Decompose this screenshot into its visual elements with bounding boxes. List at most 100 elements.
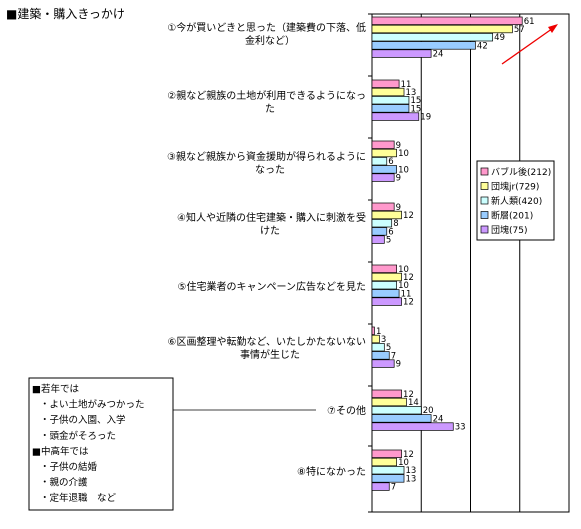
bar-value-label: 15 [410, 96, 421, 106]
bar [371, 482, 390, 491]
bar [371, 96, 410, 105]
bar-value-label: 12 [403, 298, 414, 308]
bar-value-label: 5 [386, 343, 391, 353]
bar-value-label: 3 [381, 335, 386, 345]
category-label: ⑦その他⑦その他 [327, 404, 366, 417]
bar-value-label: 12 [403, 450, 414, 460]
bar-value-label: 9 [396, 203, 401, 213]
bar [371, 343, 385, 352]
bar [371, 297, 402, 306]
category-labels: ①今が買いどきと思った（建築費の下落、低金利など）①今が買いどきと思った（建築費… [167, 21, 366, 478]
bar [371, 457, 397, 467]
legend: バブル後(212) 団塊jr(729) 新人類(420) 断層(201) 団塊(75) [476, 160, 555, 241]
bar-value-label: 7 [391, 351, 396, 361]
bar [371, 227, 388, 236]
bar-value-label: 14 [408, 398, 419, 408]
bar-value-label: 13 [406, 474, 417, 484]
bar [371, 41, 476, 50]
bar [371, 474, 405, 483]
category-label: ⑥区画整理や転勤など、いたしかたないない事情が生じた⑥区画整理や転勤など、いたし… [168, 335, 366, 361]
bar-value-label: 33 [455, 423, 466, 433]
legend-swatch [480, 211, 489, 219]
legend-label: 団塊jr(729) [491, 181, 539, 193]
annotation-header: ■若年では [32, 383, 79, 395]
bar-value-label: 24 [433, 50, 444, 60]
bar [371, 264, 397, 273]
legend-label: 断層(201) [491, 210, 533, 222]
bar [371, 281, 397, 290]
legend-swatch [480, 225, 489, 234]
bar-value-label: 19 [420, 113, 431, 123]
category-label: ①今が買いどきと思った（建築費の下落、低金利など）①今が買いどきと思った（建築費… [167, 21, 366, 47]
legend-swatch [480, 196, 489, 205]
bar [371, 334, 380, 344]
bar [371, 79, 400, 88]
bar [371, 104, 410, 113]
bar-value-label: 7 [391, 483, 396, 493]
bar [371, 422, 454, 431]
bar [371, 272, 402, 282]
bar [371, 165, 397, 174]
legend-label: 団塊(75) [491, 224, 527, 236]
annotation-item: ・頭金がそろった [40, 430, 116, 442]
bar-value-label: 12 [403, 273, 414, 283]
bar-value-label: 49 [494, 33, 505, 43]
arrow-line [501, 25, 557, 65]
bar-value-label: 11 [401, 80, 412, 90]
bar [371, 449, 402, 458]
category-label: ⑧特になかった⑧特になかった [297, 466, 366, 478]
bar [371, 414, 432, 423]
bar-value-label: 61 [524, 17, 535, 27]
bar-value-label: 6 [388, 157, 393, 167]
legend-swatch [480, 167, 489, 176]
bar [371, 33, 494, 42]
bar-value-label: 5 [386, 236, 391, 246]
bar-value-label: 8 [393, 219, 398, 229]
bar-value-label: 13 [406, 466, 417, 476]
category-axis [368, 13, 372, 513]
bar-value-label: 10 [398, 165, 409, 175]
bar [371, 326, 375, 335]
category-label: ③親など親族から資金援助が得られるようになった③親など親族から資金援助が得られる… [167, 150, 366, 176]
bar [371, 397, 407, 407]
bar [371, 210, 402, 220]
category-label: ②親など親族の土地が利用できるようになった②親など親族の土地が利用できるようにな… [167, 89, 366, 115]
annotation-item: ・よい土地がみつかった [40, 399, 145, 411]
annotation-header: ■中高年では [32, 445, 89, 457]
trend-arrow [501, 24, 558, 65]
bar-value-label: 13 [406, 88, 417, 98]
legend-swatch [480, 182, 489, 190]
bar-value-label: 42 [477, 41, 488, 51]
annotation-item: ・親の介護 [40, 477, 88, 489]
category-label: ④知人や近隣の住宅建築・購入に刺激を受けた④知人や近隣の住宅建築・購入に刺激を受… [177, 211, 366, 237]
annotation-item: ・子供の入園、入学 [40, 414, 126, 426]
bar-value-label: 9 [396, 360, 401, 370]
chart-title: ■建築・購入きっかけ [6, 6, 125, 21]
bar-value-label: 15 [410, 104, 421, 114]
bar-value-label: 24 [433, 414, 444, 424]
bar [371, 202, 395, 211]
legend-label: バブル後(212) [491, 166, 551, 178]
bar [371, 173, 395, 182]
bar [371, 24, 513, 34]
bar [371, 87, 405, 97]
bars: 6157494224111315151991061099128651012101… [371, 16, 535, 493]
bar [371, 351, 390, 360]
legend-label: 新人類(420) [491, 195, 542, 207]
bar-value-label: 10 [398, 281, 409, 291]
bar [371, 49, 432, 58]
arrow-head [548, 24, 558, 33]
annotation-item: ・定年退職 など [40, 492, 117, 504]
bar [371, 359, 395, 368]
annotation-item: ・子供の結婚 [40, 461, 98, 473]
bar [371, 466, 405, 475]
bar [371, 389, 402, 398]
bar-value-label: 10 [398, 265, 409, 275]
bar [371, 112, 420, 121]
bar [371, 16, 523, 25]
bar [371, 406, 422, 415]
bar [371, 148, 397, 158]
bar [371, 140, 395, 149]
